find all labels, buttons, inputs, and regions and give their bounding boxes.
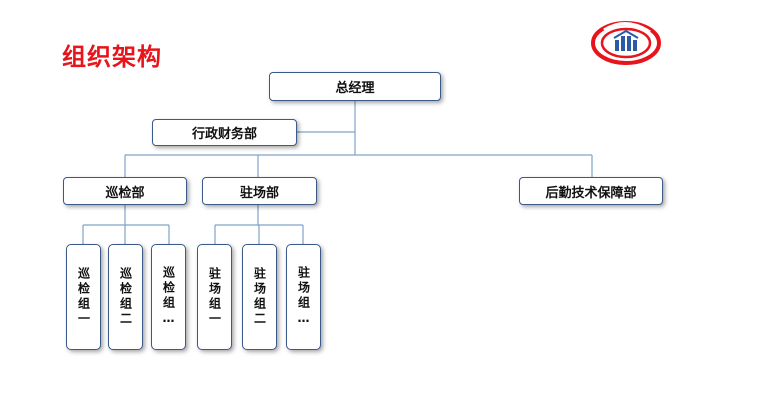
org-node-inspection-group-3: 巡检组… xyxy=(151,244,186,350)
org-node-onsite-group-1: 驻场组一 xyxy=(197,244,232,350)
page-title: 组织架构 xyxy=(62,43,162,71)
org-node-onsite-department: 驻场部 xyxy=(202,177,317,205)
org-node-admin-finance: 行政财务部 xyxy=(152,119,297,146)
group-label: 驻场组一 xyxy=(207,267,222,327)
org-node-inspection-group-2: 巡检组二 xyxy=(108,244,143,350)
group-label: 巡检组一 xyxy=(76,267,91,327)
org-node-general-manager: 总经理 xyxy=(269,72,441,101)
company-logo-icon xyxy=(591,21,661,65)
group-label: 驻场组… xyxy=(296,266,311,328)
group-label: 巡检组二 xyxy=(118,267,133,327)
org-node-inspection-group-1: 巡检组一 xyxy=(66,244,101,350)
group-label: 驻场组二 xyxy=(252,267,267,327)
org-node-inspection-department: 巡检部 xyxy=(63,177,187,205)
org-node-onsite-group-2: 驻场组二 xyxy=(242,244,277,350)
org-node-logistics-tech-department: 后勤技术保障部 xyxy=(519,177,663,205)
group-label: 巡检组… xyxy=(161,266,176,328)
org-node-onsite-group-3: 驻场组… xyxy=(286,244,321,350)
